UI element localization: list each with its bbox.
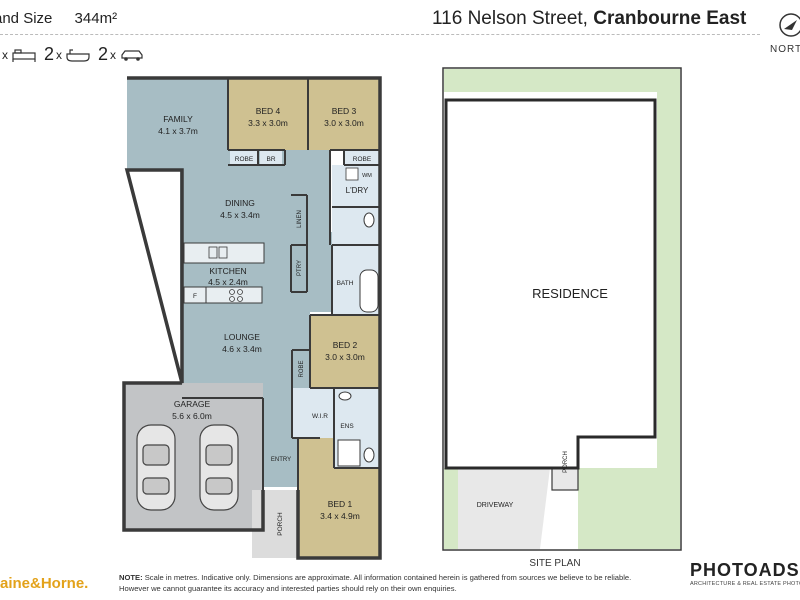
- land-size-label: and Size: [0, 10, 53, 27]
- lawn-top: [444, 69, 680, 92]
- kitchen-bench: [183, 242, 265, 264]
- residence-label: RESIDENCE: [532, 286, 608, 301]
- toilet-wc-icon: [363, 212, 375, 228]
- bed2-label: BED 2: [333, 340, 358, 350]
- site-porch-label: PORCH: [563, 451, 569, 473]
- laundry-label: L'DRY: [346, 186, 369, 195]
- address-street: 116 Nelson Street,: [432, 8, 594, 29]
- family-dim: 4.1 x 3.7m: [158, 126, 198, 136]
- cooktop-icon: [229, 289, 243, 302]
- lounge-dim: 4.6 x 3.4m: [222, 344, 262, 354]
- wir-area: [292, 388, 334, 438]
- car-right-icon: [199, 424, 239, 511]
- address-suburb: Cranbourne East: [593, 8, 747, 29]
- bathtub-icon: [359, 269, 379, 313]
- car-count-x: x: [110, 47, 117, 62]
- fridge-space: [183, 286, 207, 304]
- lawn-bottom-right: [578, 437, 680, 549]
- br-label: BR: [266, 156, 275, 163]
- porch-label: PORCH: [277, 512, 284, 536]
- robe-bed3-area: [344, 150, 380, 165]
- bath-count-x: x: [56, 47, 63, 62]
- washing-machine-icon: [345, 167, 359, 181]
- bed3-area: [308, 78, 380, 150]
- bed3-dim: 3.0 x 3.0m: [324, 118, 364, 128]
- note-line-1: Scale in metres. Indicative only. Dimens…: [142, 573, 632, 582]
- bath-icon: [66, 48, 90, 62]
- garage-dim: 5.6 x 6.0m: [172, 411, 212, 421]
- car-count: 2: [98, 44, 109, 64]
- bed4-area: [228, 78, 308, 150]
- photographer-logo: PHOTOADS ARCHITECTURE & REAL ESTATE PHOT…: [690, 560, 800, 587]
- kitchen-dim: 4.5 x 2.4m: [208, 277, 248, 287]
- site-plan: RESIDENCE DRIVEWAY PORCH: [442, 67, 682, 551]
- note-line-2: However we cannot guarantee its accuracy…: [119, 584, 457, 593]
- robe-bed4-area: [230, 150, 258, 165]
- north-label: NORT: [770, 44, 800, 55]
- bed2-area: [310, 315, 380, 388]
- property-address: 116 Nelson Street, Cranbourne East: [432, 8, 746, 30]
- family-label: FAMILY: [163, 114, 193, 124]
- bed1-label: BED 1: [328, 499, 353, 509]
- ens-label: ENS: [340, 423, 354, 430]
- bath-label: BATH: [337, 280, 354, 287]
- bed4-label: BED 4: [256, 106, 281, 116]
- garage-label: GARAGE: [174, 399, 211, 409]
- north-arrow-icon: [779, 13, 800, 37]
- car-left-icon: [136, 424, 176, 511]
- bed3-label: BED 3: [332, 106, 357, 116]
- photographer-name: PHOTOADS: [690, 560, 800, 580]
- entry-label: ENTRY: [271, 457, 291, 463]
- residence-outline: [444, 98, 657, 470]
- robe-bed3-label: ROBE: [353, 156, 372, 163]
- lawn-bottom-left: [444, 468, 458, 549]
- floor-plan: FAMILY 4.1 x 3.7m BED 4 3.3 x 3.0m BED 3…: [122, 76, 382, 560]
- robe-bed4-label: ROBE: [235, 156, 254, 163]
- driveway-area: [458, 468, 550, 549]
- internal-walls: [182, 78, 380, 558]
- disclaimer-note: NOTE: Scale in metres. Indicative only. …: [119, 572, 679, 594]
- driveway-label: DRIVEWAY: [477, 502, 514, 509]
- kitchen-label: KITCHEN: [209, 266, 246, 276]
- br-area: [260, 150, 282, 165]
- bed1-dim: 3.4 x 4.9m: [320, 511, 360, 521]
- agency-logo: aine&Horne.: [0, 575, 89, 592]
- header-divider: [0, 34, 760, 35]
- basin-icon: [338, 391, 352, 401]
- robe-bed2-label: ROBE: [299, 360, 305, 377]
- site-plan-label: SITE PLAN: [529, 558, 581, 569]
- shower-icon: [337, 439, 361, 467]
- toilet-icon: [363, 447, 375, 463]
- lounge-label: LOUNGE: [224, 332, 260, 342]
- lawn-right: [657, 92, 680, 437]
- feature-counts: x 2 x 2 x: [0, 44, 144, 65]
- land-size: and Size 344m²: [0, 10, 117, 27]
- photographer-tagline: ARCHITECTURE & REAL ESTATE PHOTOGRAPHY: [690, 581, 800, 587]
- wir-label: W.I.R: [312, 413, 328, 420]
- sink-icon: [208, 246, 228, 259]
- land-size-value: 344m²: [74, 10, 118, 27]
- wc-area: [332, 207, 380, 245]
- linen-label: LINEN: [297, 210, 303, 228]
- bed-icon: [12, 48, 36, 62]
- dining-label: DINING: [225, 198, 255, 208]
- note-label: NOTE:: [119, 573, 143, 582]
- bed-count-x: x: [2, 47, 8, 62]
- car-icon: [121, 49, 143, 61]
- dining-dim: 4.5 x 3.4m: [220, 210, 260, 220]
- fridge-label: F: [193, 293, 197, 300]
- bed4-dim: 3.3 x 3.0m: [248, 118, 288, 128]
- pantry-label: PTRY: [297, 260, 303, 276]
- living-area: [127, 78, 332, 487]
- wm-label: WM: [362, 173, 372, 179]
- bath-count: 2: [44, 44, 55, 64]
- bed2-dim: 3.0 x 3.0m: [325, 352, 365, 362]
- porch-area: [252, 490, 297, 558]
